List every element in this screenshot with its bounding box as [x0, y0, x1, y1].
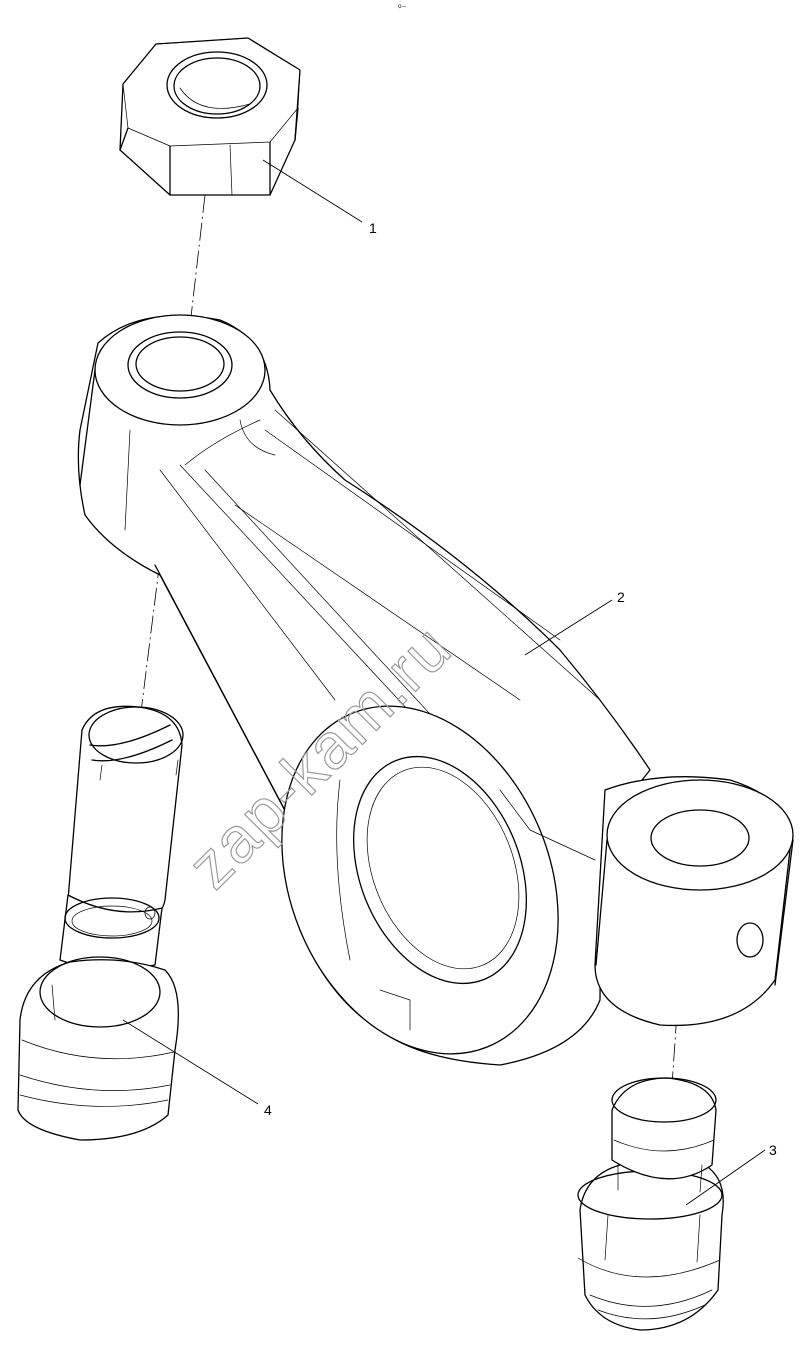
callout-4: 4 — [264, 1102, 272, 1118]
callout-1: 1 — [369, 220, 377, 236]
callout-3: 3 — [769, 1142, 777, 1158]
pushrod-socket — [17, 705, 184, 1141]
top-marks: ⁰⁻ — [398, 3, 407, 13]
hex-nut — [119, 37, 301, 196]
ball-pin — [577, 1077, 724, 1331]
rocker-arm — [77, 314, 794, 1066]
callout-2: 2 — [617, 589, 625, 605]
leader-lines — [122, 159, 766, 1206]
